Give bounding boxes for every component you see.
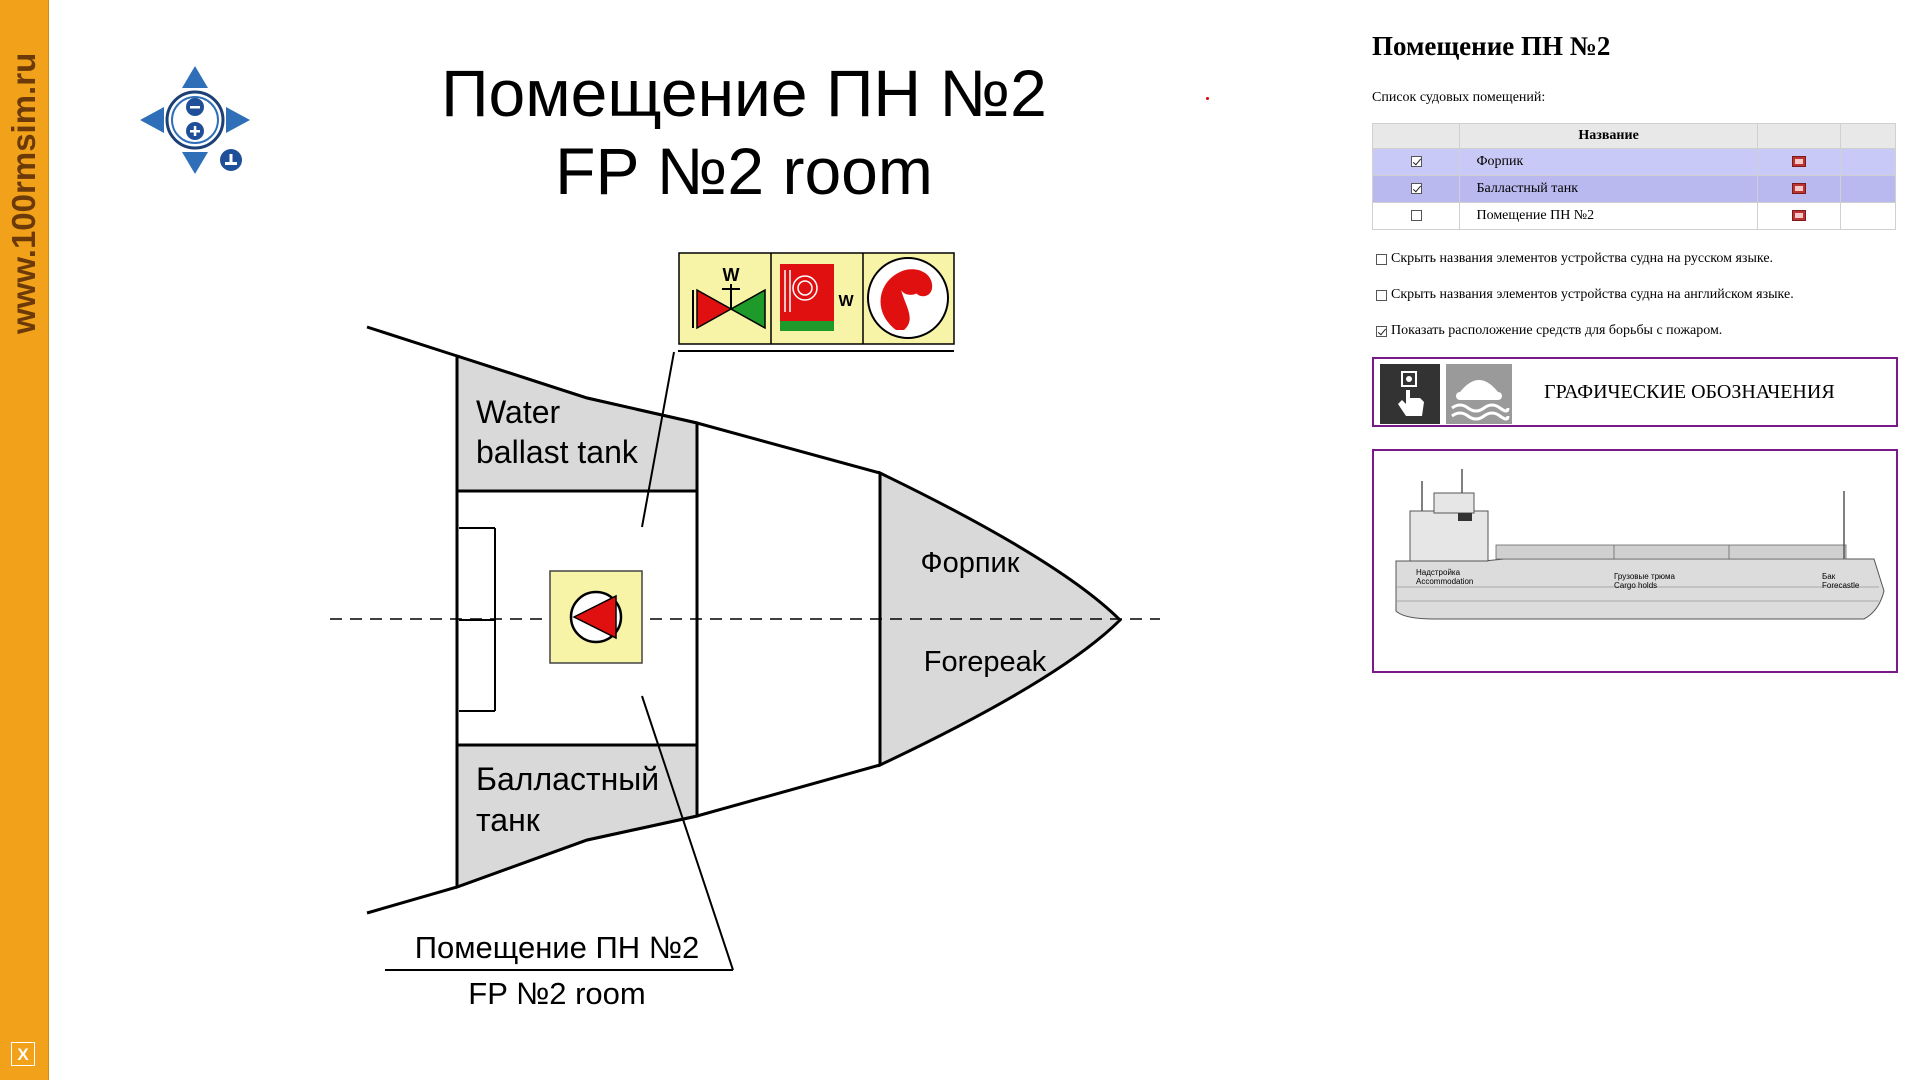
navigation-control[interactable] <box>140 64 250 176</box>
rooms-table: Название Форпик Балластный танк Помещени… <box>1371 123 1896 230</box>
svg-text:Forecastle: Forecastle <box>1822 581 1860 590</box>
callout-label-ru: Помещение ПН №2 <box>415 930 700 965</box>
liferaft-icon <box>1446 364 1512 424</box>
hull-diagram: Помещение ПН №2 FP №2 room W <box>330 56 1160 1011</box>
room-flag-icon[interactable] <box>1792 210 1807 222</box>
reset-view-icon[interactable] <box>220 149 242 171</box>
ballast-label-1: Балластный <box>476 761 659 797</box>
table-row[interactable]: Балластный танк <box>1371 175 1896 203</box>
svg-text:W: W <box>838 293 854 310</box>
svg-text:Бак: Бак <box>1822 572 1836 581</box>
zoom-out-icon[interactable] <box>186 98 204 116</box>
option-show-firefighting[interactable]: Показать расположение средств для борьбы… <box>1376 323 1722 339</box>
option-checkbox[interactable] <box>1376 325 1387 337</box>
ship-overview[interactable]: Надстройка Accommodation Грузовые трюма … <box>1372 449 1898 673</box>
option-hide-ru[interactable]: Скрыть названия элементов устройства суд… <box>1376 251 1773 267</box>
svg-text:Cargo holds: Cargo holds <box>1614 581 1657 590</box>
option-checkbox[interactable] <box>1376 289 1387 301</box>
svg-text:W: W <box>723 265 740 285</box>
option-hide-en[interactable]: Скрыть названия элементов устройства суд… <box>1376 287 1794 303</box>
svg-text:Грузовые трюма: Грузовые трюма <box>1614 572 1675 581</box>
pan-up-icon[interactable] <box>182 66 208 88</box>
room-flag-icon[interactable] <box>1792 156 1807 168</box>
pan-left-icon[interactable] <box>140 107 164 133</box>
room-flag-icon[interactable] <box>1792 183 1807 195</box>
water-ballast-label-2: ballast tank <box>476 434 639 470</box>
pan-down-icon[interactable] <box>182 152 208 174</box>
svg-text:Надстройка: Надстройка <box>1416 568 1461 577</box>
fire-pump-icon[interactable] <box>549 570 643 664</box>
site-label: www.100rmsim.ru <box>5 52 42 334</box>
ship-profile-image: Надстройка Accommodation Грузовые трюма … <box>1395 469 1885 620</box>
table-row[interactable]: Форпик <box>1371 148 1896 176</box>
fire-icon <box>867 257 949 339</box>
info-panel: Помещение ПН №2 Список судовых помещений… <box>1371 0 1902 1080</box>
table-row[interactable]: Помещение ПН №2 <box>1371 202 1896 230</box>
svg-text:Accommodation: Accommodation <box>1416 577 1473 586</box>
panel-title: Помещение ПН №2 <box>1372 31 1611 61</box>
forepeak-label-ru: Форпик <box>921 547 1020 579</box>
rooms-list-label: Список судовых помещений: <box>1372 90 1546 105</box>
room-name[interactable]: Форпик <box>1459 148 1758 176</box>
diagram-title-en: FP №2 room <box>555 134 933 208</box>
room-checkbox[interactable] <box>1410 156 1422 168</box>
callout-label-en: FP №2 room <box>468 976 645 1011</box>
room-name[interactable]: Балластный танк <box>1459 175 1758 203</box>
room-name[interactable]: Помещение ПН №2 <box>1459 202 1758 230</box>
table-header-name: Название <box>1459 123 1758 149</box>
diagram-title-ru: Помещение ПН №2 <box>441 56 1047 130</box>
option-checkbox[interactable] <box>1376 253 1387 265</box>
water-ballast-label-1: Water <box>476 394 561 430</box>
forepeak-label-en: Forepeak <box>924 646 1047 678</box>
marker-dot <box>1206 97 1209 100</box>
water-valve-icon: W <box>692 265 766 330</box>
pan-right-icon[interactable] <box>226 107 250 133</box>
room-checkbox[interactable] <box>1410 210 1422 222</box>
legend-button[interactable]: ГРАФИЧЕСКИЕ ОБОЗНАЧЕНИЯ <box>1372 357 1898 427</box>
push-button-icon <box>1380 364 1440 424</box>
firefighting-symbols[interactable]: W W <box>678 252 955 345</box>
legend-label: ГРАФИЧЕСКИЕ ОБОЗНАЧЕНИЯ <box>1544 381 1835 403</box>
room-checkbox[interactable] <box>1410 183 1422 195</box>
sidebar: www.100rmsim.ru X <box>0 0 49 1080</box>
close-button[interactable]: X <box>11 1042 35 1066</box>
fire-hose-icon: W <box>780 264 854 331</box>
zoom-in-icon[interactable] <box>186 122 204 140</box>
ballast-label-2: танк <box>476 802 541 838</box>
